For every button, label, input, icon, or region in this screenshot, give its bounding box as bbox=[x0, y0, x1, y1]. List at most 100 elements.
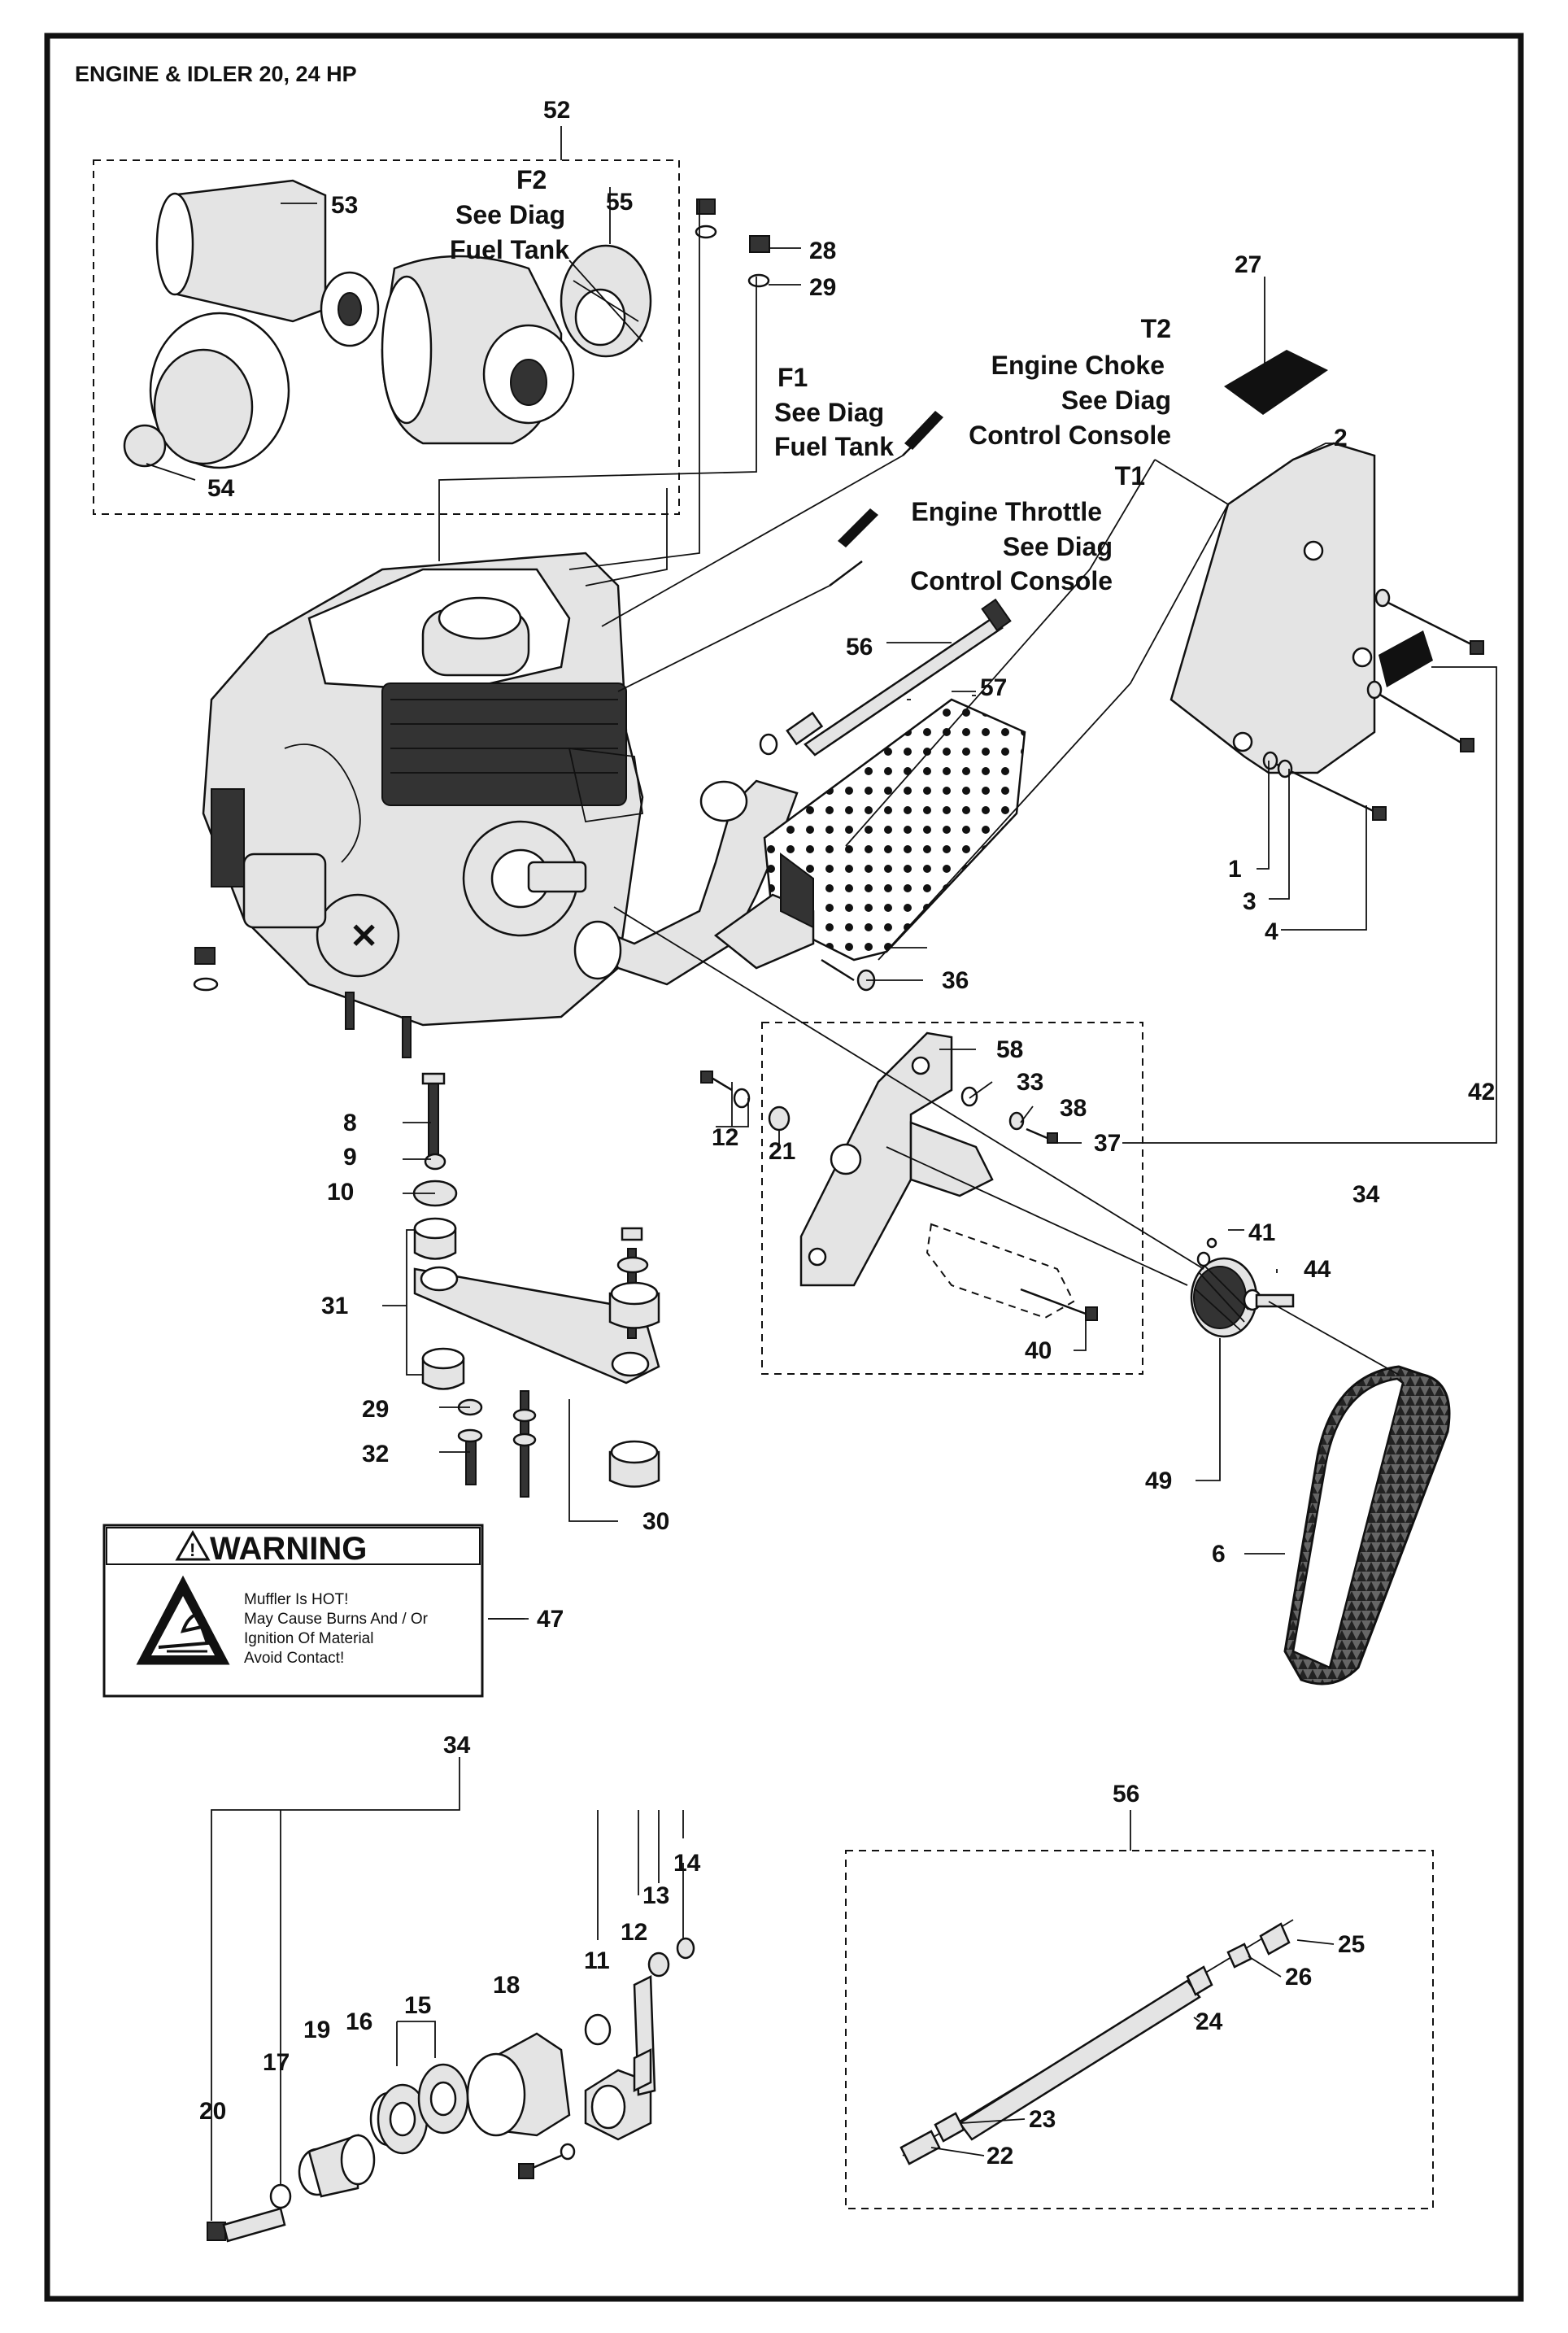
svg-text:See Diag: See Diag bbox=[1003, 532, 1113, 561]
callout-34b: 34 bbox=[443, 1732, 471, 1759]
svg-text:Fuel Tank: Fuel Tank bbox=[450, 235, 569, 264]
svg-text:Control Console: Control Console bbox=[910, 566, 1113, 595]
svg-text:Engine Choke: Engine Choke bbox=[991, 351, 1165, 380]
ref-f1: F1 See Diag Fuel Tank bbox=[774, 363, 894, 461]
callout-57: 57 bbox=[980, 674, 1007, 701]
idler-exploded-view bbox=[207, 1937, 695, 2243]
callout-14: 14 bbox=[673, 1850, 701, 1877]
callout-33: 33 bbox=[1017, 1069, 1043, 1096]
callout-37: 37 bbox=[1094, 1130, 1121, 1157]
callout-40: 40 bbox=[1025, 1337, 1052, 1364]
air-filter-kit-box bbox=[93, 159, 680, 515]
svg-text:T2: T2 bbox=[1141, 314, 1171, 343]
idler-pulley bbox=[1190, 1237, 1295, 1338]
callout-12: 12 bbox=[712, 1124, 738, 1151]
crankshaft-axis bbox=[613, 906, 1204, 1270]
callout-15: 15 bbox=[404, 1992, 431, 2019]
page-frame bbox=[44, 33, 1524, 2302]
decal-42 bbox=[1379, 630, 1433, 687]
callout-47: 47 bbox=[537, 1606, 564, 1633]
callout-22: 22 bbox=[987, 2143, 1013, 2169]
callout-6: 6 bbox=[1212, 1541, 1226, 1568]
callout-21: 21 bbox=[769, 1138, 795, 1165]
callout-9: 9 bbox=[343, 1144, 357, 1171]
callout-24: 24 bbox=[1196, 2008, 1223, 2035]
callout-52: 52 bbox=[543, 97, 570, 124]
air-filter-group bbox=[123, 179, 652, 469]
svg-text:T1: T1 bbox=[1115, 461, 1145, 491]
callout-32: 32 bbox=[362, 1441, 389, 1467]
callout-4: 4 bbox=[1265, 918, 1278, 945]
ref-t1: T1 Engine Throttle See Diag Control Cons… bbox=[910, 461, 1145, 595]
svg-text:See Diag: See Diag bbox=[1061, 386, 1171, 415]
svg-text:Fuel Tank: Fuel Tank bbox=[774, 432, 894, 461]
callout-18: 18 bbox=[493, 1972, 520, 1999]
cover-bolts bbox=[1262, 588, 1484, 821]
fuel-line-top bbox=[759, 598, 1012, 757]
callout-2: 2 bbox=[1334, 425, 1348, 451]
callout-44: 44 bbox=[1304, 1256, 1331, 1283]
svg-text:F2: F2 bbox=[516, 165, 547, 194]
callout-34a: 34 bbox=[1352, 1181, 1380, 1208]
callout-23: 23 bbox=[1029, 2106, 1056, 2133]
callout-36: 36 bbox=[942, 967, 969, 994]
callout-11: 11 bbox=[584, 1947, 610, 1974]
belt-cover bbox=[1169, 442, 1376, 774]
callout-54: 54 bbox=[207, 475, 235, 502]
callout-27: 27 bbox=[1235, 251, 1261, 278]
exhaust-pipe bbox=[573, 779, 799, 986]
svg-text:!: ! bbox=[189, 1540, 195, 1560]
idler-kit-box bbox=[761, 1022, 1143, 1375]
callout-38: 38 bbox=[1060, 1095, 1087, 1122]
callout-1: 1 bbox=[1228, 856, 1242, 883]
warning-line-4: Avoid Contact! bbox=[244, 1650, 344, 1667]
callout-8: 8 bbox=[343, 1110, 357, 1136]
warning-decal: ! WARNING Muffler Is HOT! May Cause Burn… bbox=[102, 1524, 484, 1698]
callout-20: 20 bbox=[199, 2098, 226, 2125]
cables bbox=[829, 411, 943, 587]
callout-10: 10 bbox=[327, 1179, 354, 1206]
warning-triangle-icon: ! bbox=[175, 1529, 211, 1561]
callout-56b: 56 bbox=[1113, 1781, 1139, 1808]
muffler-heat-shield bbox=[713, 698, 1026, 970]
leader-lines bbox=[146, 126, 1497, 2221]
callout-12b: 12 bbox=[621, 1919, 647, 1946]
svg-text:Control Console: Control Console bbox=[969, 421, 1171, 450]
idler-arm-ghost bbox=[886, 1146, 1188, 1319]
callout-28: 28 bbox=[809, 238, 836, 264]
callout-17: 17 bbox=[263, 2049, 290, 2076]
callout-30: 30 bbox=[642, 1508, 669, 1535]
callout-3: 3 bbox=[1243, 888, 1257, 915]
warning-line-1: Muffler Is HOT! bbox=[244, 1591, 348, 1608]
diagram-title: ENGINE & IDLER 20, 24 HP bbox=[75, 62, 357, 86]
callout-29a: 29 bbox=[809, 274, 836, 301]
fuel-line-leaders bbox=[930, 1939, 1335, 2156]
top-hardware bbox=[695, 198, 770, 288]
pulley-axis bbox=[1268, 1301, 1400, 1376]
callout-53: 53 bbox=[331, 192, 358, 219]
drive-belt bbox=[1283, 1365, 1451, 1685]
idler-bracket bbox=[799, 1031, 994, 1287]
fuel-line-exploded-view bbox=[899, 1919, 1294, 2165]
callout-25: 25 bbox=[1338, 1931, 1365, 1958]
svg-text:See Diag: See Diag bbox=[455, 200, 565, 229]
warning-line-2: May Cause Burns And / Or bbox=[244, 1611, 429, 1628]
engine-assembly: ✕ bbox=[193, 552, 644, 1058]
callout-31: 31 bbox=[321, 1293, 348, 1319]
callout-49: 49 bbox=[1145, 1467, 1172, 1494]
svg-text:Engine Throttle: Engine Throttle bbox=[911, 497, 1102, 526]
callout-42: 42 bbox=[1468, 1079, 1495, 1105]
decal-27 bbox=[1224, 350, 1328, 415]
engine-mounts bbox=[412, 1072, 660, 1498]
callout-26: 26 bbox=[1285, 1964, 1312, 1991]
warning-heading: WARNING bbox=[210, 1531, 367, 1567]
callout-41: 41 bbox=[1248, 1219, 1275, 1246]
callout-19: 19 bbox=[303, 2017, 330, 2043]
callout-58: 58 bbox=[996, 1036, 1023, 1063]
svg-text:See Diag: See Diag bbox=[774, 398, 884, 427]
warning-line-3: Ignition Of Material bbox=[244, 1630, 373, 1647]
callout-16: 16 bbox=[346, 2008, 372, 2035]
callout-29b: 29 bbox=[362, 1396, 389, 1423]
ref-f2: F2 See Diag Fuel Tank bbox=[450, 165, 569, 264]
